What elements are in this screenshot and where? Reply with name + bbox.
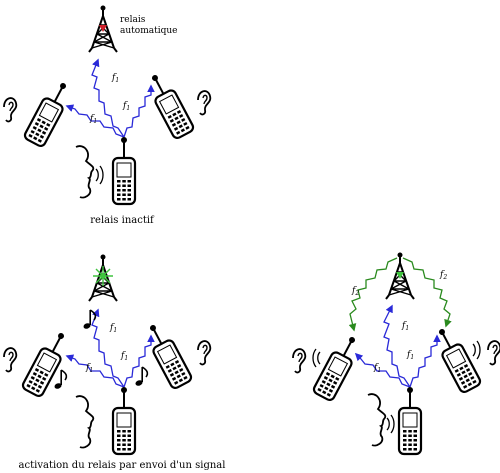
relay-light-idle (99, 25, 107, 32)
ear-icon (197, 90, 212, 116)
handheld-radio-icon (142, 69, 196, 141)
link-f2-right (402, 257, 452, 328)
handheld-radio-icon (397, 385, 423, 456)
handheld-radio-icon (22, 77, 76, 149)
link-f2-left (348, 257, 398, 332)
freq-label-f1: f1 (85, 363, 93, 374)
link-f1-to-relay (91, 308, 125, 388)
sound-waves-icon (472, 340, 481, 360)
handheld-radio-icon (140, 319, 194, 391)
caption-activation: activation du relais par envoi d'un sign… (19, 460, 226, 471)
freq-label-f2: f2 (351, 286, 359, 297)
sound-waves-icon (95, 165, 104, 185)
link-f1-right (123, 334, 155, 388)
relay-light-active (396, 272, 404, 279)
freq-label-f1: f1 (401, 321, 409, 332)
speaking-head-icon (75, 145, 95, 199)
handheld-radio-icon (111, 385, 137, 456)
relay-tower-icon (88, 253, 118, 302)
speaking-head-icon (75, 395, 95, 449)
ear-icon (487, 340, 500, 366)
handheld-radio-icon (111, 135, 137, 206)
freq-label-f1: f1 (89, 114, 97, 125)
link-f1-left (354, 352, 411, 388)
ear-icon (292, 348, 307, 374)
scene-idle-relay: relais automatique f1 f1 f1 relais inact… (3, 4, 212, 226)
relay-tower-icon (385, 251, 415, 300)
freq-label-f1: f1 (406, 350, 414, 361)
ear-icon (197, 340, 212, 366)
music-note-icon (133, 366, 149, 388)
freq-label-f1: f1 (122, 101, 130, 112)
relay-tower-icon (88, 4, 118, 53)
sound-waves-icon (386, 414, 395, 434)
link-f1-to-relay (383, 304, 411, 388)
link-f1-left (65, 104, 125, 138)
caption-idle: relais inactif (90, 215, 155, 226)
link-f1-right (123, 84, 155, 138)
scene-relay-active: f2 f2 f1 f1 f1 (292, 251, 500, 456)
ear-icon (3, 97, 18, 123)
freq-label-f1: f1 (111, 73, 119, 84)
scene-relay-activation: f1 f1 f1 activation du relais par envoi … (3, 253, 226, 471)
freq-label-f1: f1 (120, 351, 128, 362)
link-f1-right (409, 334, 441, 388)
relay-label-line1: relais (120, 15, 146, 25)
freq-label-f1: f1 (373, 363, 381, 374)
handheld-radio-icon (311, 331, 365, 403)
relay-label-line2: automatique (120, 26, 177, 36)
handheld-radio-icon (429, 323, 483, 395)
speaking-head-icon (367, 393, 387, 447)
link-f1-to-relay (91, 58, 125, 138)
freq-label-f2: f2 (439, 270, 447, 281)
ear-icon (3, 347, 18, 373)
handheld-radio-icon (20, 327, 74, 399)
music-note-icon (52, 369, 68, 391)
sound-waves-icon (312, 348, 321, 368)
link-f1-left (65, 354, 125, 388)
freq-label-f1: f1 (109, 323, 117, 334)
